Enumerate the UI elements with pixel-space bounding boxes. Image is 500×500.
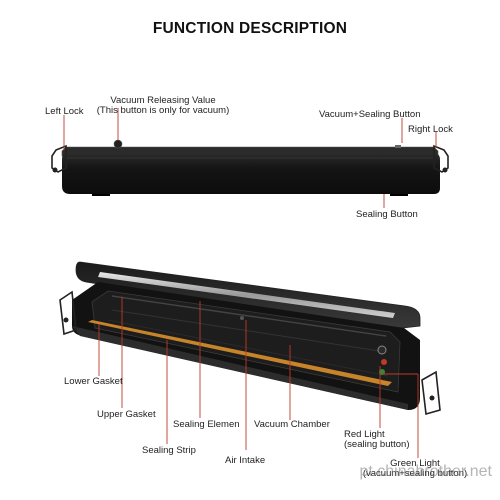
label-vacuum-sealing-button: Vacuum+Sealing Button xyxy=(319,109,421,120)
label-vacuum-releasing-value-note: (This button is only for vacuum) xyxy=(96,105,230,116)
label-vacuum-releasing-value: Vacuum Releasing Value (This button is o… xyxy=(88,96,238,116)
green-light-icon xyxy=(379,369,385,375)
label-lower-gasket: Lower Gasket xyxy=(64,376,123,387)
label-sealing-element: Sealing Elemen xyxy=(173,419,240,430)
label-vacuum-chamber: Vacuum Chamber xyxy=(254,419,330,430)
vacuum-sealing-button-icon xyxy=(395,145,401,148)
label-air-intake: Air Intake xyxy=(225,455,266,466)
label-red-light-title: Red Light xyxy=(344,429,385,440)
label-red-light-note: (sealing button) xyxy=(344,439,410,450)
label-green-light: Green Light (vacuum+sealing button) xyxy=(340,459,490,479)
label-left-lock: Left Lock xyxy=(45,106,84,117)
label-right-lock: Right Lock xyxy=(408,124,453,135)
label-green-light-note: (vacuum+sealing button) xyxy=(362,468,468,479)
label-sealing-strip: Sealing Strip xyxy=(142,445,196,456)
sealer-open-view xyxy=(59,261,441,416)
right-lock-icon xyxy=(433,144,449,173)
sealer-closed-view xyxy=(51,139,449,196)
red-light-icon xyxy=(381,359,387,365)
sealing-strip-icon xyxy=(88,320,392,386)
label-upper-gasket: Upper Gasket xyxy=(97,409,156,420)
label-red-light: Red Light (sealing button) xyxy=(344,430,409,450)
label-vacuum-releasing-value-title: Vacuum Releasing Value xyxy=(110,95,216,106)
watermark: pt.chinabrother.net xyxy=(359,463,492,480)
vacuum-release-knob-icon xyxy=(113,139,123,149)
left-lock-icon xyxy=(51,144,67,173)
page-title: FUNCTION DESCRIPTION xyxy=(152,20,348,37)
label-green-light-title: Green Light xyxy=(390,458,440,469)
leader-lines xyxy=(63,108,437,458)
label-sealing-button: Sealing Button xyxy=(356,209,418,220)
